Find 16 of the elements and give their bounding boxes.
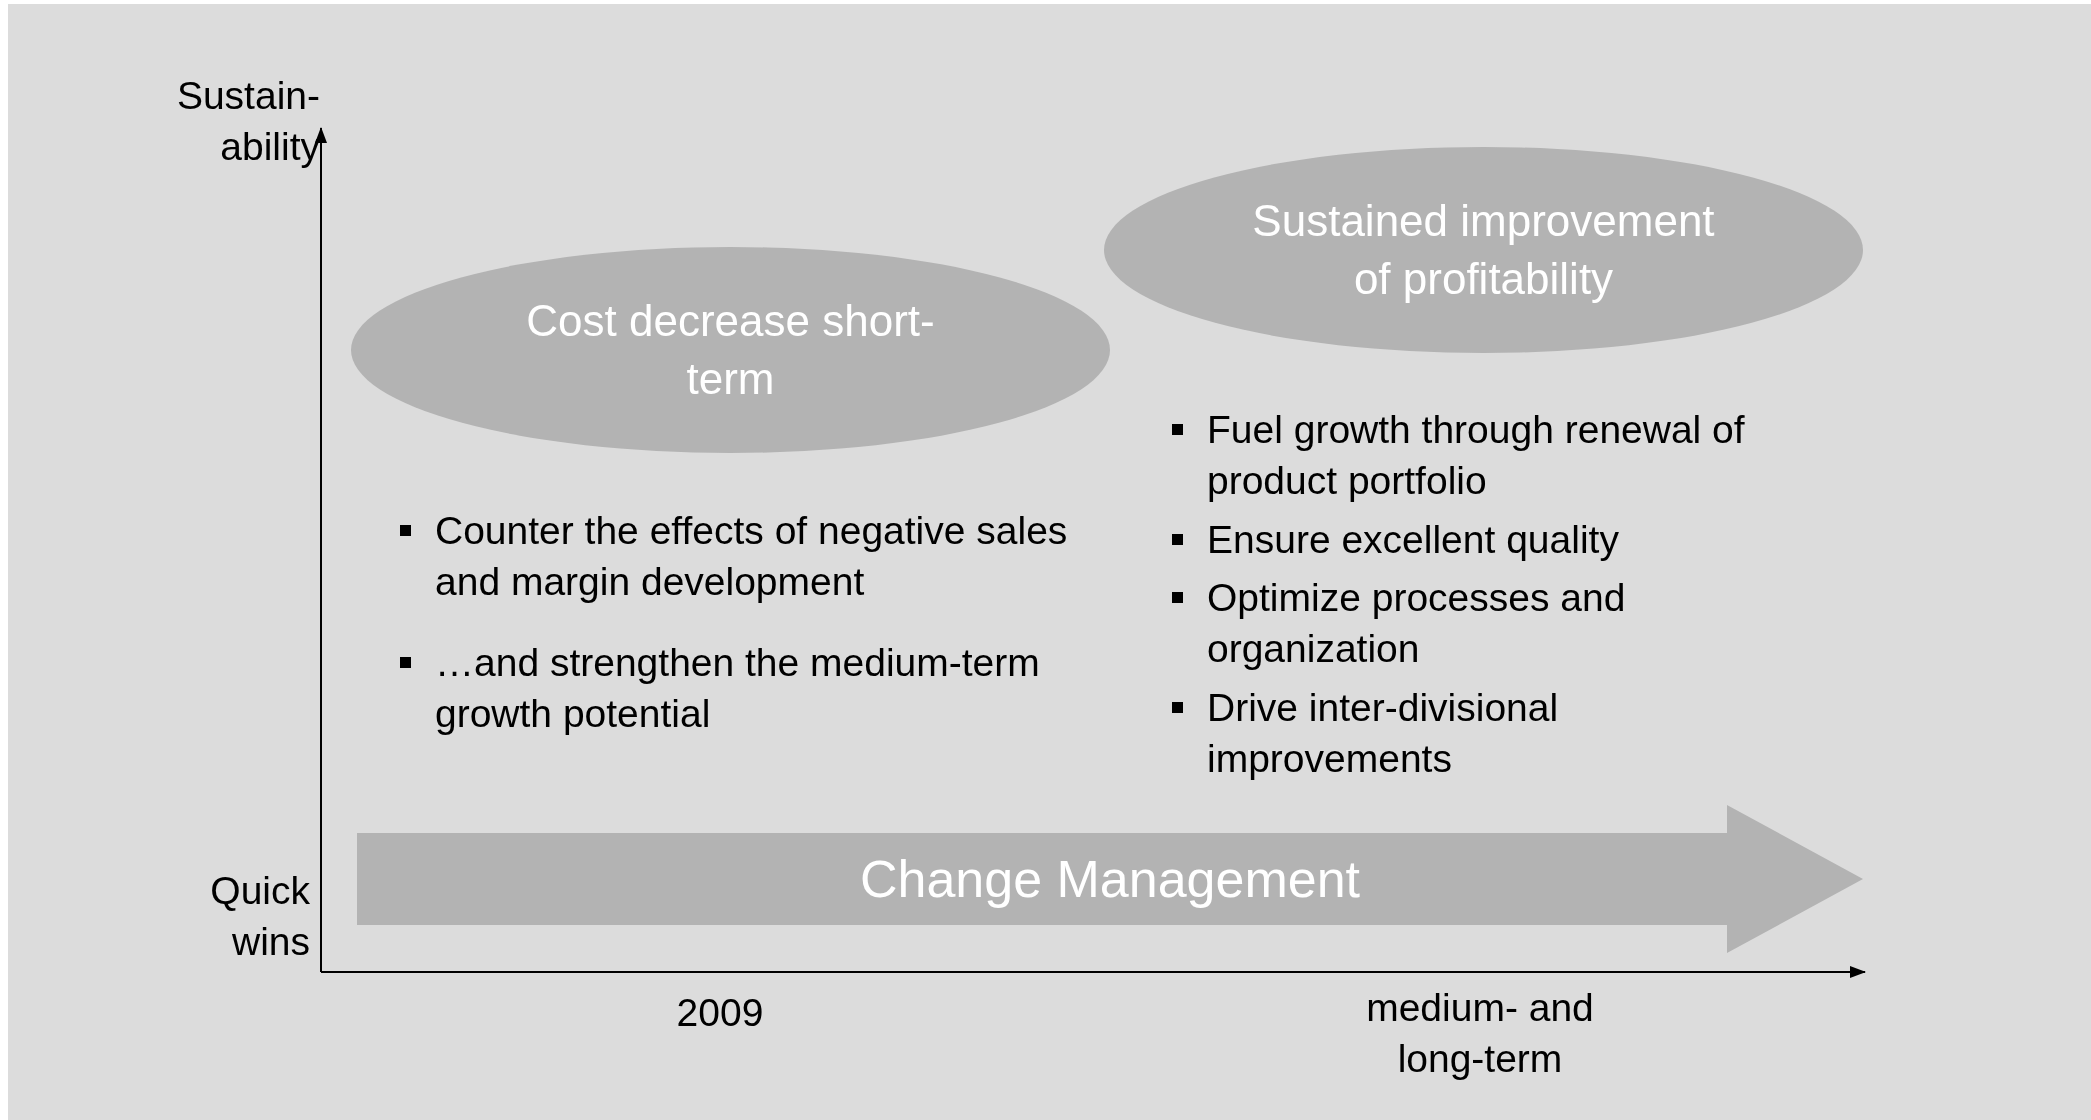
shape-label: Cost decrease short-term	[525, 295, 936, 405]
goal-ellipse	[1104, 147, 1863, 353]
axis-tick-label: 2009	[675, 990, 765, 1036]
bullet-text: Ensure excellent quality	[1207, 518, 1619, 561]
bullet-text: …and strengthen the medium-term growth potential	[435, 641, 1040, 735]
bullet-text: Counter the effects of negative sales and margin development	[435, 509, 1068, 603]
axis-label: Quick wins	[209, 868, 310, 965]
goal-ellipse	[351, 247, 1110, 453]
block-arrow	[357, 805, 1863, 953]
bullet-text: Drive inter-divisional improvements	[1207, 686, 1559, 780]
shape-label: Sustained improvement of profitability	[1251, 195, 1716, 305]
bullet-text: Optimize processes and organization	[1207, 576, 1626, 670]
shape-label: Change Management	[858, 850, 1362, 908]
axis-tick-label: medium- and long-term	[1365, 985, 1595, 1082]
axis-label: Sustain- ability	[175, 73, 320, 170]
bullet-text: Fuel growth through renewal of product portfolio	[1207, 408, 1745, 502]
